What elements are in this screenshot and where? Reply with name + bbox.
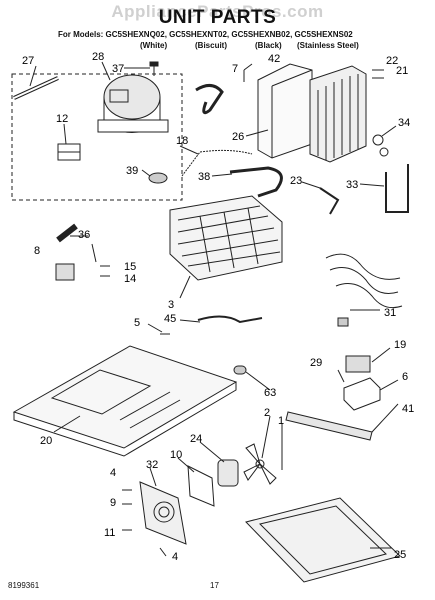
insulation-part — [56, 223, 78, 243]
callout-36: 36 — [78, 229, 90, 241]
callout-9: 9 — [110, 497, 116, 509]
callout-21: 21 — [396, 65, 408, 77]
callout-2: 2 — [264, 407, 270, 419]
callout-22: 22 — [386, 55, 398, 67]
overload-part — [55, 263, 75, 281]
callout-19: 19 — [394, 339, 406, 351]
callout-27: 27 — [22, 55, 34, 67]
callout-39: 39 — [126, 165, 138, 177]
drain-pan-part — [245, 497, 401, 583]
page-title: UNIT PARTS — [158, 7, 277, 28]
screw-part-37 — [149, 61, 159, 76]
callout-31: 31 — [384, 307, 396, 319]
callout-1: 1 — [278, 415, 284, 427]
callout-29: 29 — [310, 357, 322, 369]
fan-motor-part — [217, 459, 239, 487]
compressor-group-box — [11, 73, 183, 201]
clip-part-34 — [372, 134, 389, 157]
callout-41: 41 — [402, 403, 414, 415]
color-black: (Black) — [255, 41, 282, 50]
grommet-part-63 — [233, 365, 247, 375]
callout-32: 32 — [146, 459, 158, 471]
color-white: (White) — [140, 41, 168, 50]
harness-part-45 — [197, 315, 263, 324]
evaporator-part — [169, 195, 283, 281]
callout-4b: 4 — [172, 551, 178, 563]
footer-part-number: 8199361 — [8, 581, 40, 590]
callout-24: 24 — [190, 433, 202, 445]
compressor-part — [97, 74, 169, 133]
callout-28: 28 — [92, 51, 104, 63]
color-stainless-steel: (Stainless Steel) — [297, 41, 359, 50]
callout-5: 5 — [134, 317, 140, 329]
tube-part-33 — [385, 164, 409, 213]
motor-bracket-part — [187, 465, 215, 507]
callout-42: 42 — [268, 53, 280, 65]
callout-37: 37 — [112, 63, 124, 75]
footer-page-number: 17 — [210, 581, 219, 590]
fan-shroud-part — [139, 481, 187, 545]
callout-14: 14 — [124, 273, 136, 285]
callout-26: 26 — [232, 131, 244, 143]
bracket-part-23 — [319, 187, 340, 215]
callout-8: 8 — [34, 245, 40, 257]
fan-blade-part — [243, 443, 277, 485]
callout-34: 34 — [398, 117, 410, 129]
callout-6: 6 — [402, 371, 408, 383]
callout-3: 3 — [168, 299, 174, 311]
condenser-housing-part — [257, 63, 313, 159]
callout-45: 45 — [164, 313, 176, 325]
tube-part-7 — [195, 84, 224, 115]
relay-part-19 — [345, 355, 371, 373]
drier-tube-part — [13, 76, 59, 100]
callout-4a: 4 — [110, 467, 116, 479]
callout-18: 18 — [176, 135, 188, 147]
callout-11: 11 — [104, 527, 115, 539]
condenser-coil-part — [309, 65, 367, 163]
callout-63: 63 — [264, 387, 276, 399]
models-line: For Models: GC5SHEXNQ02, GC5SHEXNT02, GC… — [58, 30, 353, 39]
callout-38: 38 — [198, 171, 210, 183]
capillary-tube-part — [181, 149, 253, 177]
strip-part-41 — [285, 411, 373, 441]
screw-part-4b — [159, 547, 167, 557]
relay-bracket-part — [57, 143, 81, 161]
wire-harness-part — [325, 253, 403, 327]
grommet-part — [148, 172, 168, 184]
callout-20: 20 — [40, 435, 52, 447]
color-biscuit: (Biscuit) — [195, 41, 227, 50]
watermark-text: AppliancePartsPros.com — [111, 2, 324, 21]
callout-23: 23 — [290, 175, 302, 187]
callout-25: 25 — [394, 549, 406, 561]
box-part-6 — [343, 377, 381, 411]
callout-12: 12 — [56, 113, 68, 125]
suction-tube-part — [229, 166, 283, 198]
callout-15: 15 — [124, 261, 136, 273]
callout-33: 33 — [346, 179, 358, 191]
screw-part-29 — [337, 369, 345, 383]
callout-10: 10 — [170, 449, 182, 461]
callout-7: 7 — [232, 63, 238, 75]
